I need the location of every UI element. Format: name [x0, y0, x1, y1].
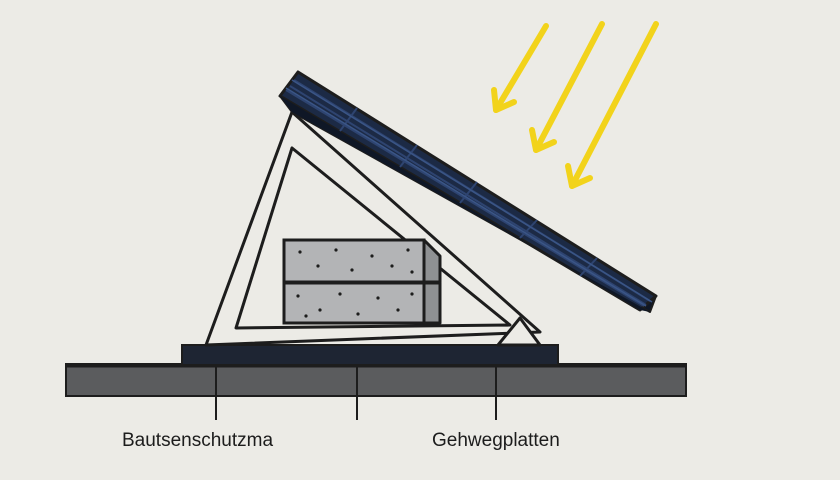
label-paving-slabs: Gehwegplatten — [432, 430, 560, 451]
label-protection-mat: Bautsenschutzma — [122, 430, 274, 451]
arrow-down-left-icon — [491, 23, 549, 113]
ballast-texture-dots — [296, 248, 414, 318]
triangle-frame — [204, 110, 542, 347]
ballast-blocks — [282, 238, 442, 325]
panel-cells — [285, 79, 653, 307]
solar-panel — [278, 70, 658, 313]
roof — [65, 363, 687, 397]
leader-lines — [215, 365, 497, 420]
ballast-block-bottom — [282, 281, 442, 325]
arrow-down-left-icon — [565, 21, 659, 189]
base-rail — [181, 344, 559, 366]
arrow-down-left-icon — [529, 21, 605, 153]
ballast-block-top — [282, 238, 442, 284]
sun-rays — [491, 21, 659, 189]
